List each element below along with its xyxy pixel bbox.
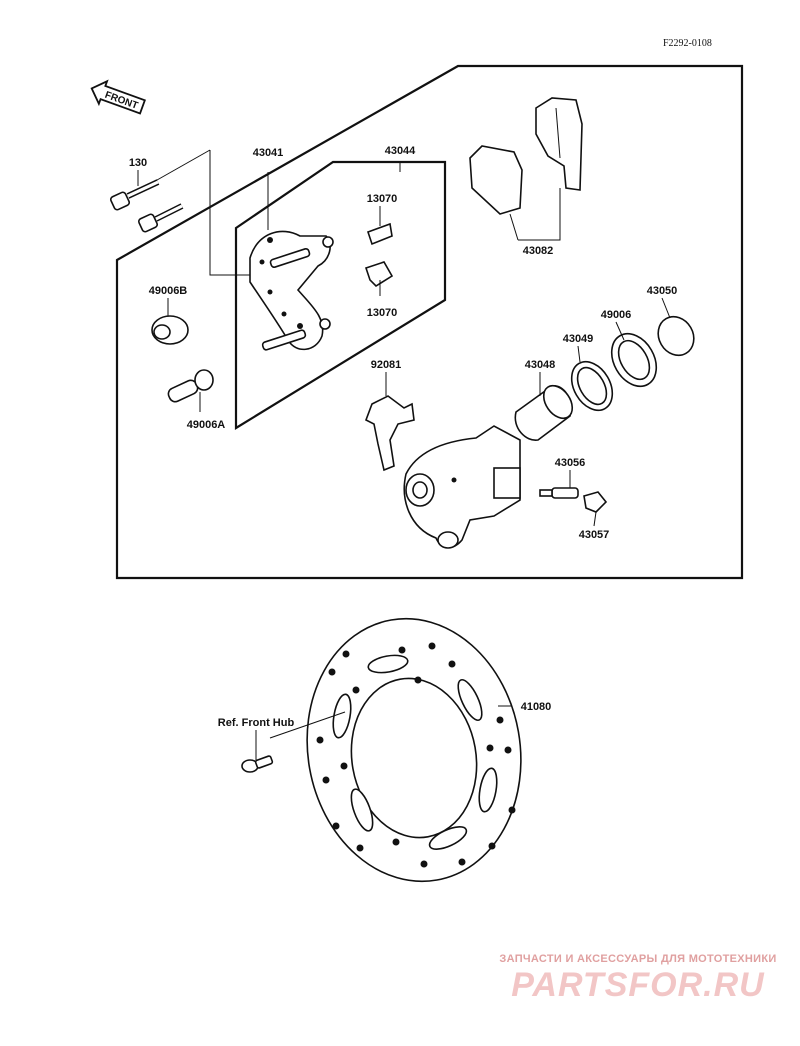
dust-seal-49006 [610,332,658,388]
bolt-130 [109,179,184,233]
piston-seal-43049 [570,360,614,412]
pin-49006a [167,369,214,403]
part-label-43082: 43082 [523,245,554,257]
part-label-92081: 92081 [371,359,402,371]
pad-spring-13070-upper [366,222,393,246]
bleeder-cap-43057 [583,491,608,513]
part-label-49006b: 49006B [149,285,188,297]
diagram-code: F2292-0108 [663,38,712,49]
part-label-49006a: 49006A [187,419,226,431]
bleeder-valve-43056 [539,487,579,499]
part-label-13070-upper: 13070 [367,193,398,205]
nut-49006b [151,315,189,345]
caliper-bracket-43044 [249,230,334,351]
cap-43050 [657,315,695,357]
brake-disc-41080 [306,617,522,883]
part-label-49006: 49006 [601,309,632,321]
part-label-43044: 43044 [385,145,416,157]
reference-note-front-hub: Ref. Front Hub [218,717,295,729]
pad-spring-13070-lower [364,261,394,288]
part-label-130: 130 [129,157,147,169]
caliper-body [403,425,521,549]
bracket-group-frame [234,160,447,430]
part-label-43050: 43050 [647,285,678,297]
part-label-13070-lower: 13070 [367,307,398,319]
part-label-41080: 41080 [521,701,552,713]
part-label-43049: 43049 [563,333,594,345]
piston-43048 [514,384,574,441]
watermark-tagline: ЗАПЧАСТИ И АКСЕССУАРЫ ДЛЯ МОТОТЕХНИКИ [499,953,776,965]
brake-pads-43082 [469,97,583,215]
part-label-43057: 43057 [579,529,610,541]
front-arrow-icon: FRONT [90,79,146,115]
leader-lines [137,170,671,760]
part-label-43056: 43056 [555,457,586,469]
part-label-43041: 43041 [253,147,284,159]
part-label-43048: 43048 [525,359,556,371]
spring-92081 [364,395,415,472]
hub-bolt [241,755,274,773]
watermark-site: PARTSFOR.RU [511,966,765,1004]
caliper-assembly-frame [115,64,744,580]
